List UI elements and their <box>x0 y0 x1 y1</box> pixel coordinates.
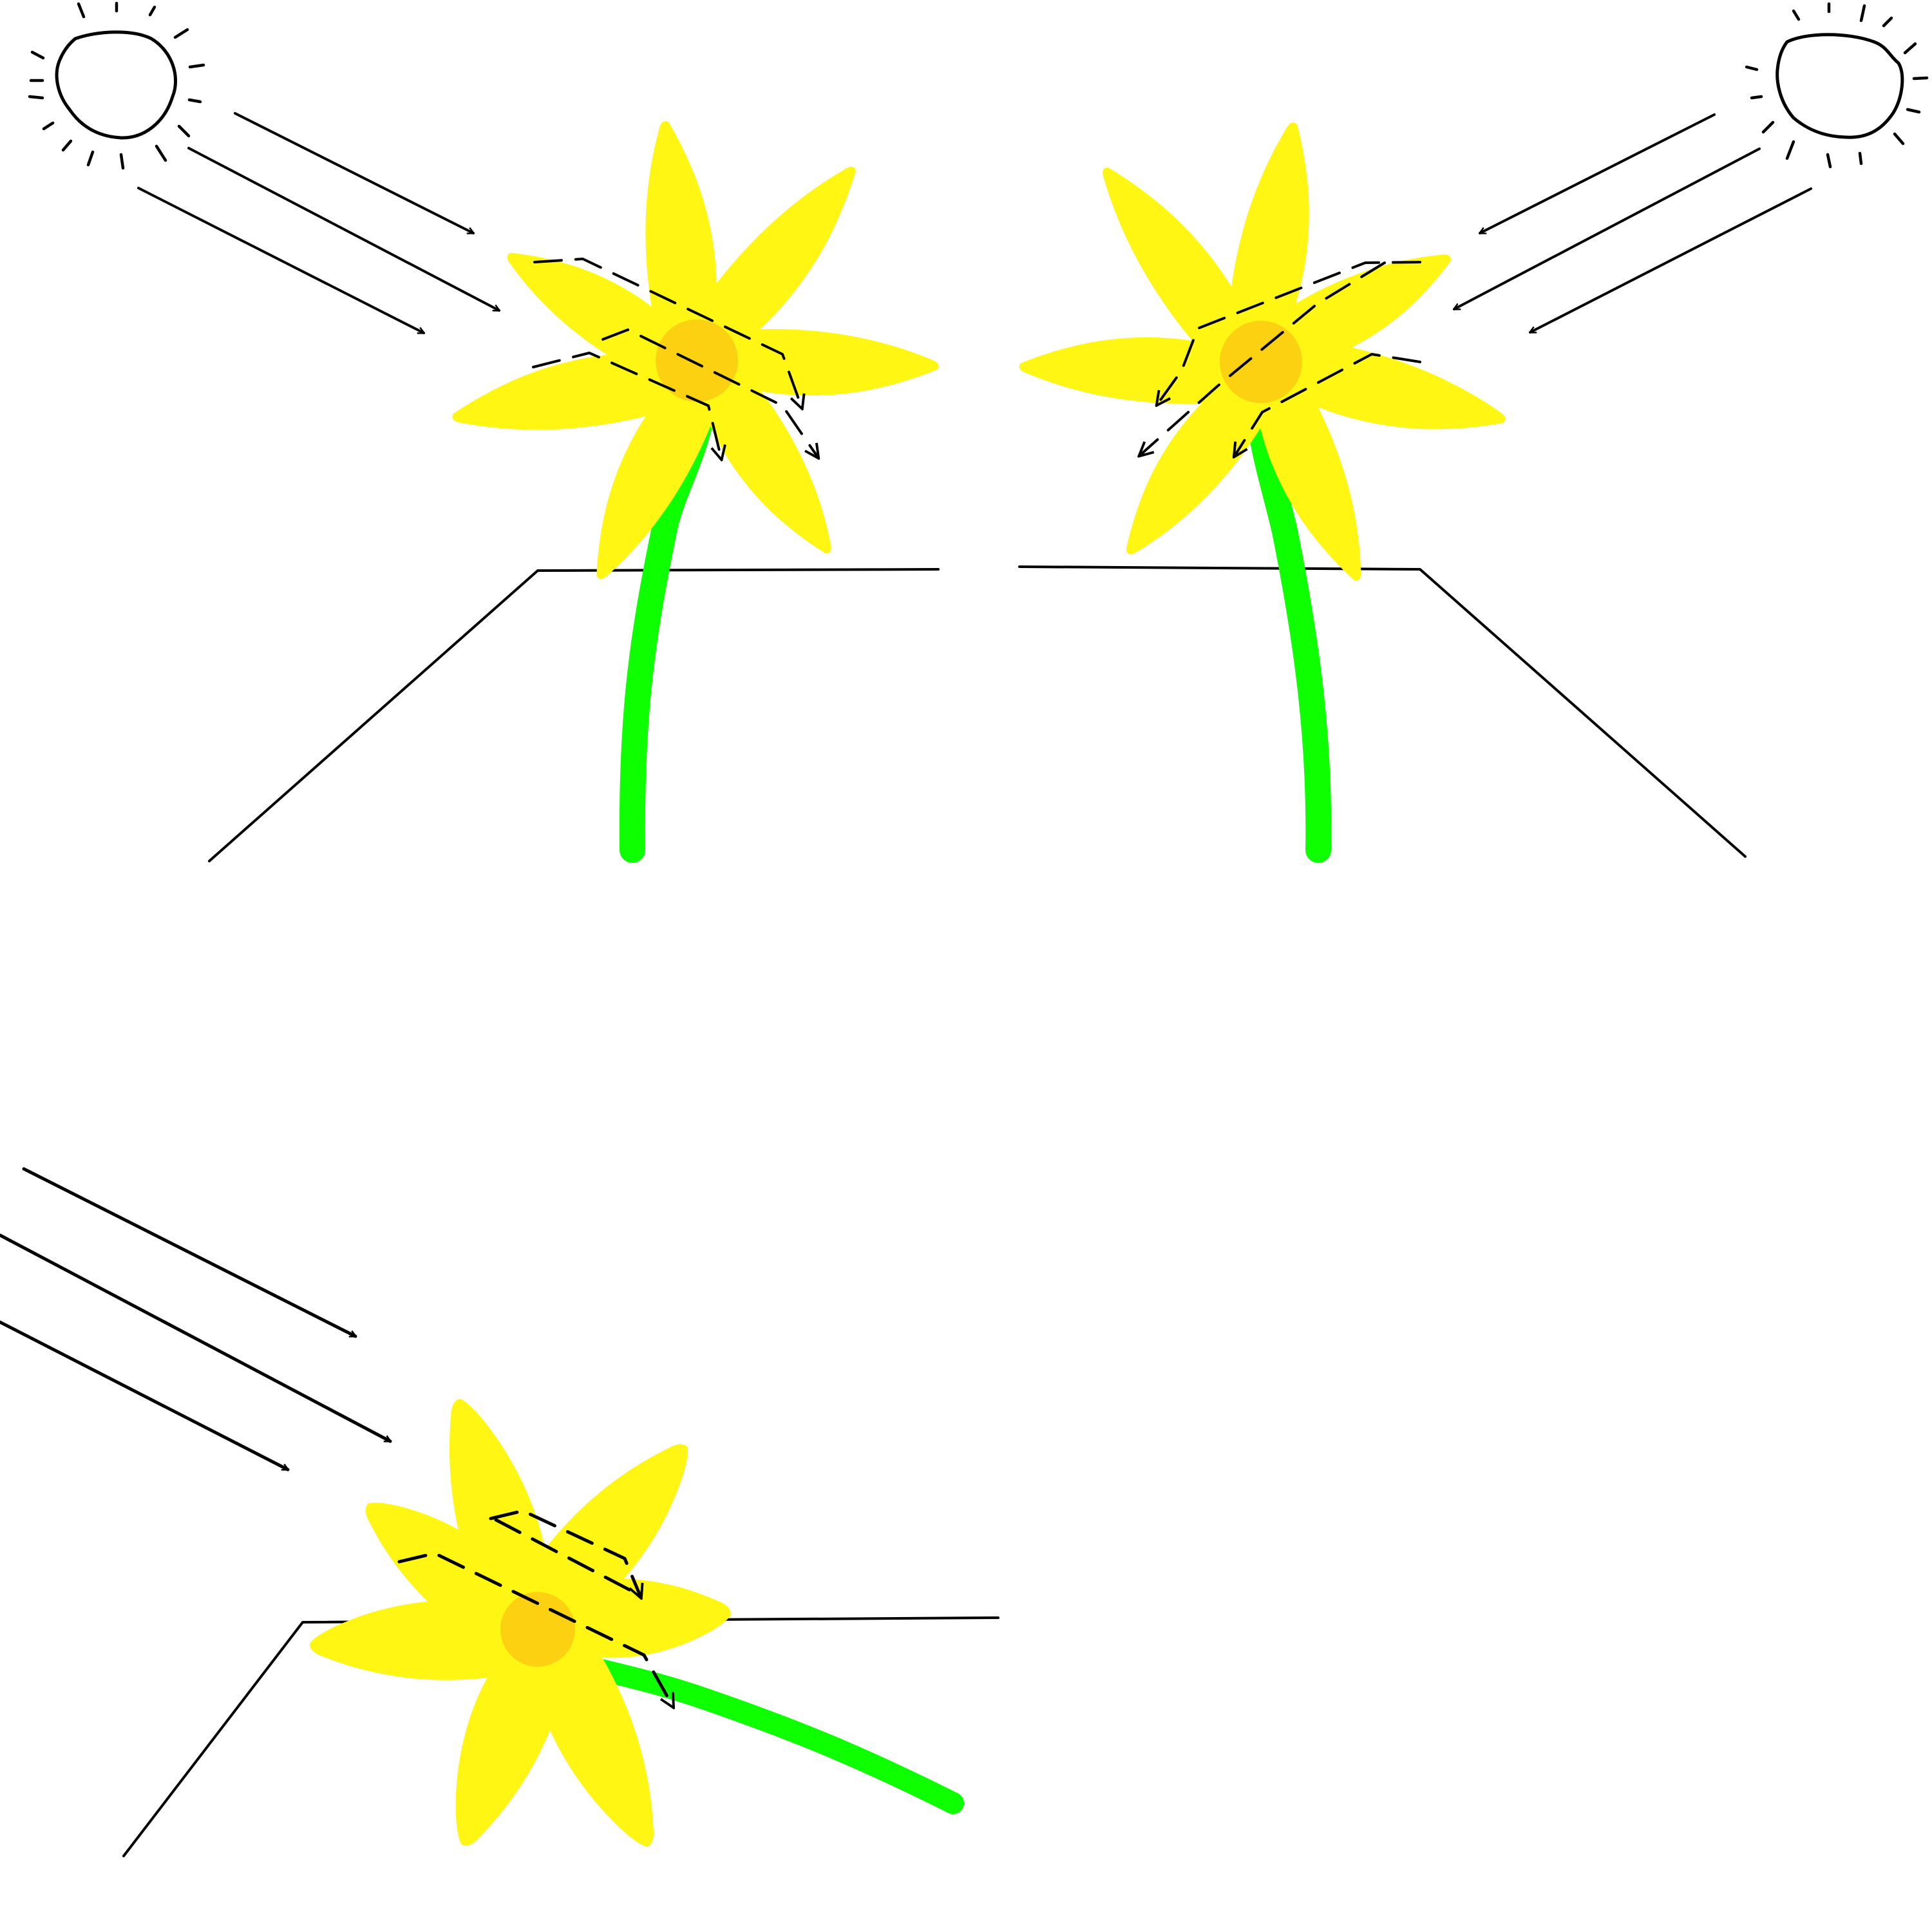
scene-bottom-left <box>0 1167 999 1862</box>
arrow-icon <box>187 147 499 312</box>
arrow-icon <box>22 1167 355 1338</box>
reflected-rays <box>532 258 818 459</box>
flower-center <box>1220 321 1302 403</box>
flower-icon <box>307 1388 735 1862</box>
arrow-icon <box>137 187 424 334</box>
flower-center <box>500 1592 575 1667</box>
stem <box>556 1651 964 1814</box>
arrow-icon <box>1454 147 1761 310</box>
arrow-icon <box>234 112 473 234</box>
arrow-icon <box>1530 187 1812 334</box>
sun-icon <box>28 1 205 170</box>
scene-top-left <box>28 1 940 863</box>
arrow-icon <box>0 1233 390 1443</box>
surface-outline <box>208 568 940 862</box>
stem <box>1246 399 1332 863</box>
sun-icon <box>1745 2 1929 169</box>
surface-outline <box>1018 565 1747 858</box>
arrow-icon <box>1480 113 1716 234</box>
light-rays <box>0 1167 390 1472</box>
light-rays <box>137 112 499 334</box>
light-rays <box>1454 113 1812 334</box>
flower-icon <box>446 117 939 594</box>
flower-icon <box>1019 117 1513 593</box>
reflected-rays <box>397 1509 673 1707</box>
scene-top-right <box>1018 2 1929 863</box>
flower-center <box>656 319 738 402</box>
arrow-icon <box>0 1320 288 1472</box>
surface-outline <box>122 1616 999 1857</box>
reflected-rays <box>1140 261 1421 456</box>
